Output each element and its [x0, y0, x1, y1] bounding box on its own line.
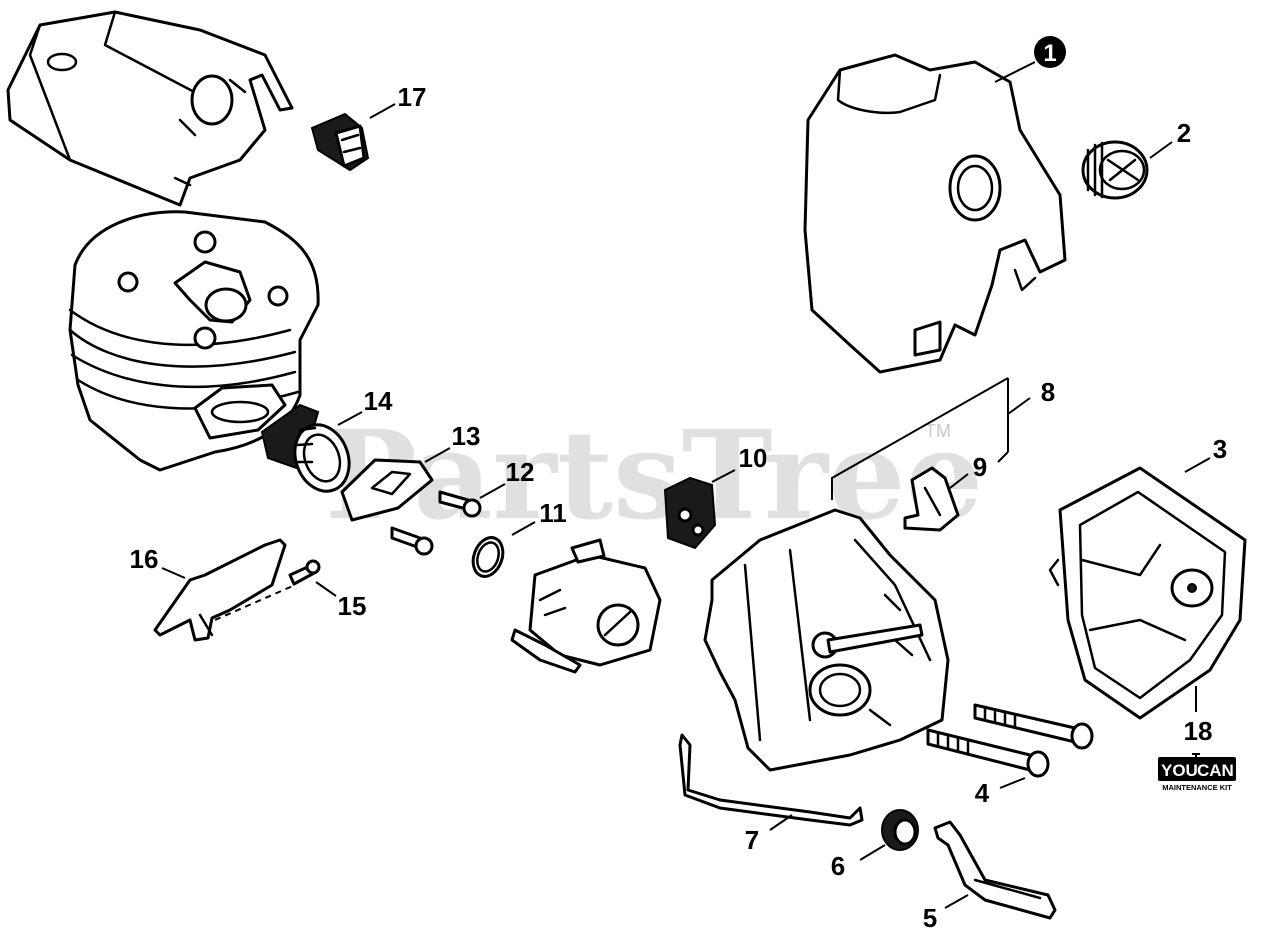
callout-17: 17: [398, 82, 427, 112]
clip-9[interactable]: [903, 466, 960, 532]
screw-15[interactable]: [288, 559, 321, 586]
callout-16: 16: [130, 544, 159, 574]
leader-17: [369, 103, 396, 119]
leader-3: [1184, 457, 1211, 473]
insulator-10[interactable]: [663, 476, 717, 550]
leader-8a: [831, 377, 1009, 500]
o-ring-11[interactable]: [468, 533, 508, 580]
leader-7: [769, 814, 793, 831]
leader-11: [511, 521, 536, 536]
wire-rod-7[interactable]: [678, 733, 864, 827]
leader-15: [315, 581, 337, 597]
leader-2: [1149, 141, 1173, 159]
leader-4: [999, 777, 1026, 789]
leader-1: [994, 61, 1036, 83]
knob-2[interactable]: [1081, 140, 1149, 200]
leader-14: [337, 411, 363, 426]
callout-4: 4: [975, 778, 990, 808]
callout-1: 1: [1043, 40, 1056, 67]
wrench-icon: [1192, 753, 1200, 760]
leader-8: [1007, 397, 1031, 415]
callout-3: 3: [1213, 434, 1227, 464]
bolt-4a[interactable]: [973, 703, 1094, 750]
callout-15: 15: [338, 591, 367, 621]
callout-8: 8: [1041, 377, 1055, 407]
leader-9: [949, 473, 969, 489]
air-filter-3[interactable]: [1048, 466, 1247, 720]
leader-5: [944, 894, 969, 909]
bolt-4b[interactable]: [926, 728, 1050, 778]
cylinder[interactable]: [68, 210, 320, 472]
leader-8c: [997, 451, 1009, 463]
plug-6[interactable]: [881, 809, 919, 851]
maintenance-kit-logo: YOU CAN MAINTENANCE KIT: [1158, 753, 1236, 792]
screw-12b[interactable]: [390, 526, 434, 556]
watermark-text: PartsTree: [325, 403, 983, 547]
bracket-16[interactable]: [153, 538, 287, 642]
callout-7: 7: [745, 825, 759, 855]
callout-6: 6: [831, 851, 845, 881]
leader-13: [424, 447, 451, 463]
filter-housing[interactable]: [703, 508, 950, 772]
intake-boot-17[interactable]: [310, 112, 370, 172]
callout-12: 12: [506, 457, 535, 487]
leader-16: [161, 567, 186, 579]
intake-manifold-14[interactable]: [260, 403, 358, 499]
leader-12: [479, 483, 506, 499]
callout-11: 11: [539, 498, 567, 528]
callout-1-badge: [1034, 36, 1066, 68]
filter-cover-1[interactable]: [803, 53, 1067, 374]
gasket-13[interactable]: [340, 458, 434, 522]
lever-5[interactable]: [933, 820, 1057, 920]
watermark-trademark: TM: [925, 421, 951, 441]
cylinder-cover[interactable]: [6, 10, 294, 207]
dashed-guide-15: [214, 584, 296, 621]
kit-logo-subtitle: MAINTENANCE KIT: [1162, 783, 1232, 792]
callout-18: 18: [1184, 716, 1213, 746]
callout-9: 9: [973, 452, 987, 482]
leader-6: [859, 844, 886, 861]
callout-13: 13: [452, 421, 481, 451]
callout-10: 10: [739, 443, 768, 473]
callout-14: 14: [364, 386, 393, 416]
kit-logo-word1: YOU: [1161, 761, 1198, 780]
kit-logo-word2: CAN: [1197, 761, 1234, 780]
screw-12[interactable]: [438, 490, 482, 518]
leader-10: [711, 469, 736, 483]
callout-2: 2: [1177, 118, 1191, 148]
carburetor[interactable]: [510, 538, 662, 674]
callout-5: 5: [923, 903, 937, 933]
